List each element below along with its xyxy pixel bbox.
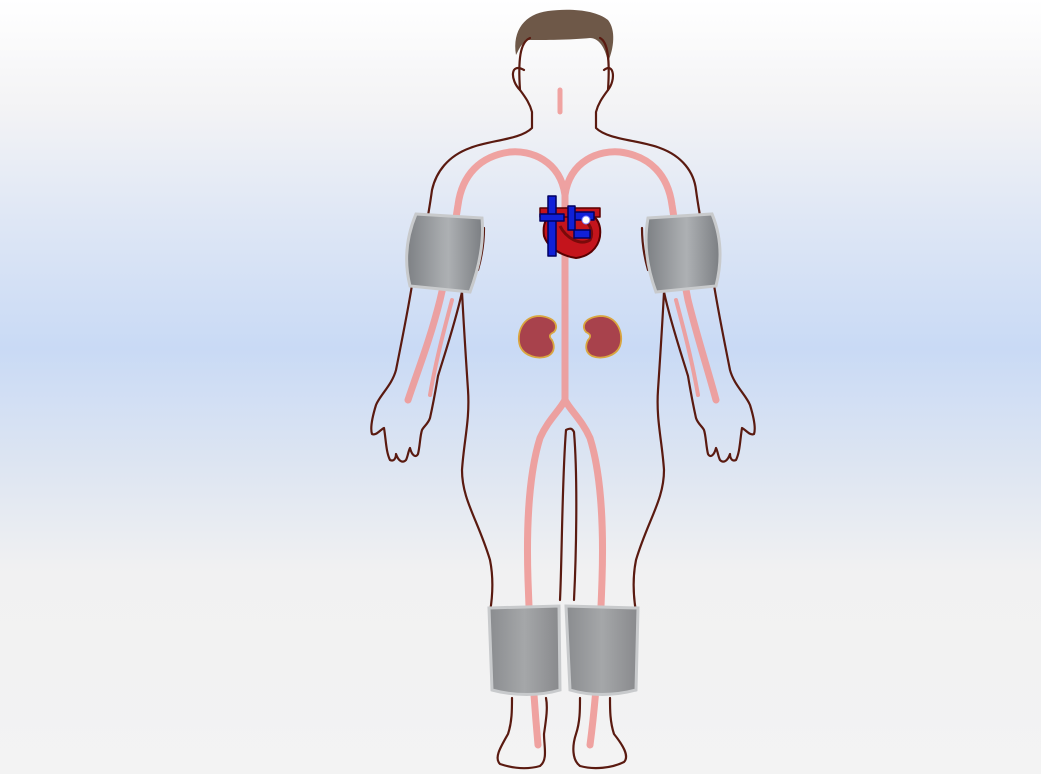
- left-kidney: [519, 316, 556, 358]
- left-leg-cuff: [489, 606, 560, 695]
- right-arm-cuff: [646, 214, 720, 292]
- right-leg-cuff: [566, 606, 638, 695]
- left-arm-cuff: [407, 214, 483, 292]
- kidneys: [519, 316, 621, 358]
- hair: [515, 10, 613, 62]
- heart: [540, 196, 600, 258]
- right-kidney: [584, 316, 621, 358]
- arterial-tree: [408, 90, 716, 745]
